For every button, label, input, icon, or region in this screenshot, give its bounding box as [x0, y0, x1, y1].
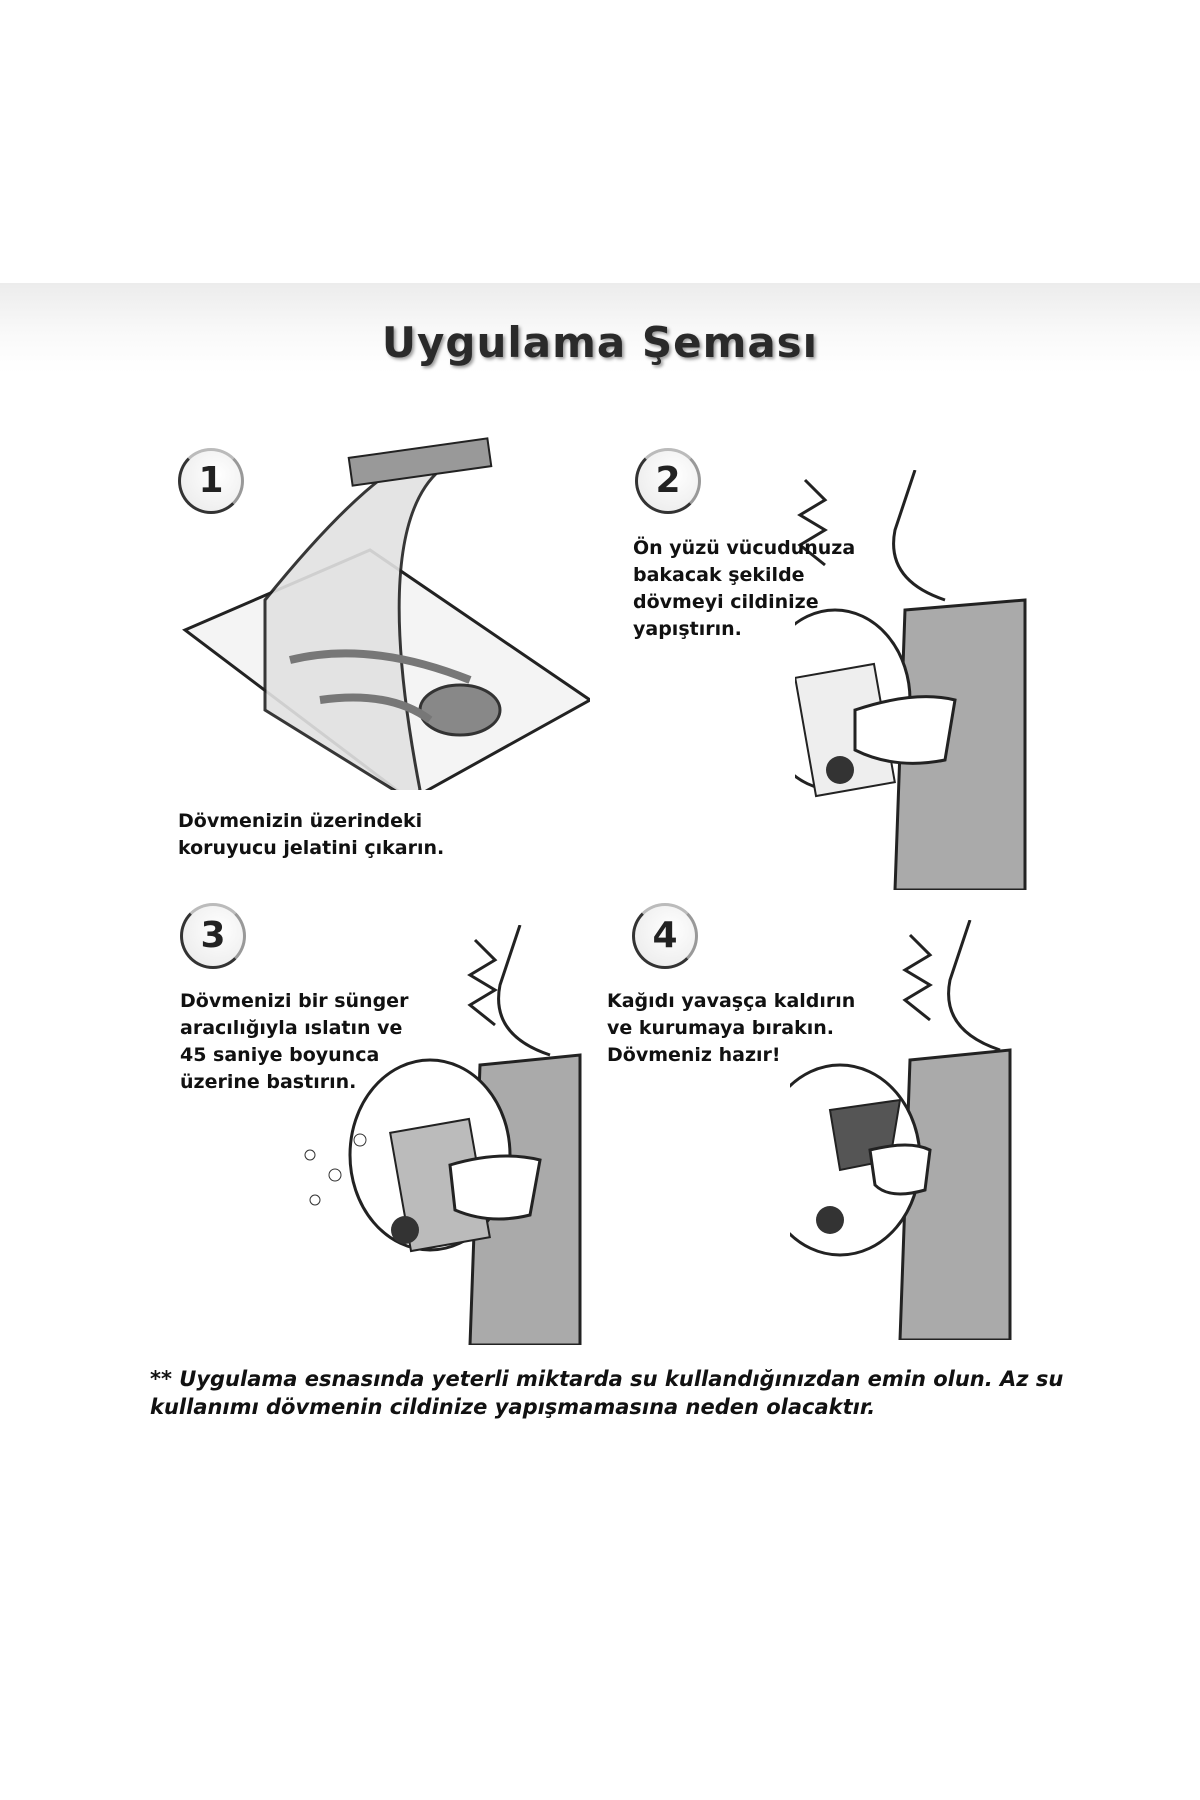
usage-note: ** Uygulama esnasında yeterli miktarda s… — [150, 1367, 1064, 1419]
step-2-number: 2 — [635, 448, 701, 514]
peel-paper-illustration — [790, 920, 1012, 1340]
tattoo-sheet-illustration — [182, 437, 590, 790]
step-1-text: Dövmenizin üzerindeki koruyucu jelatini … — [178, 810, 445, 859]
page-title: Uygulama Şeması — [381, 318, 819, 367]
step-4-text: Kağıdı yavaşça kaldırın ve kurumaya bıra… — [607, 990, 856, 1066]
step-1-number: 1 — [178, 448, 244, 514]
step-3-number: 3 — [180, 903, 246, 969]
sponge-pressing-illustration — [304, 925, 582, 1345]
step-3-text: Dövmenizi bir sünger aracılığıyla ıslatı… — [180, 990, 409, 1093]
step-2-text: Ön yüzü vücudunuza bakacak şekilde dövme… — [633, 537, 856, 640]
title-band — [0, 283, 1200, 373]
arm-applying-illustration — [795, 470, 1027, 890]
step-4-number: 4 — [632, 903, 698, 969]
